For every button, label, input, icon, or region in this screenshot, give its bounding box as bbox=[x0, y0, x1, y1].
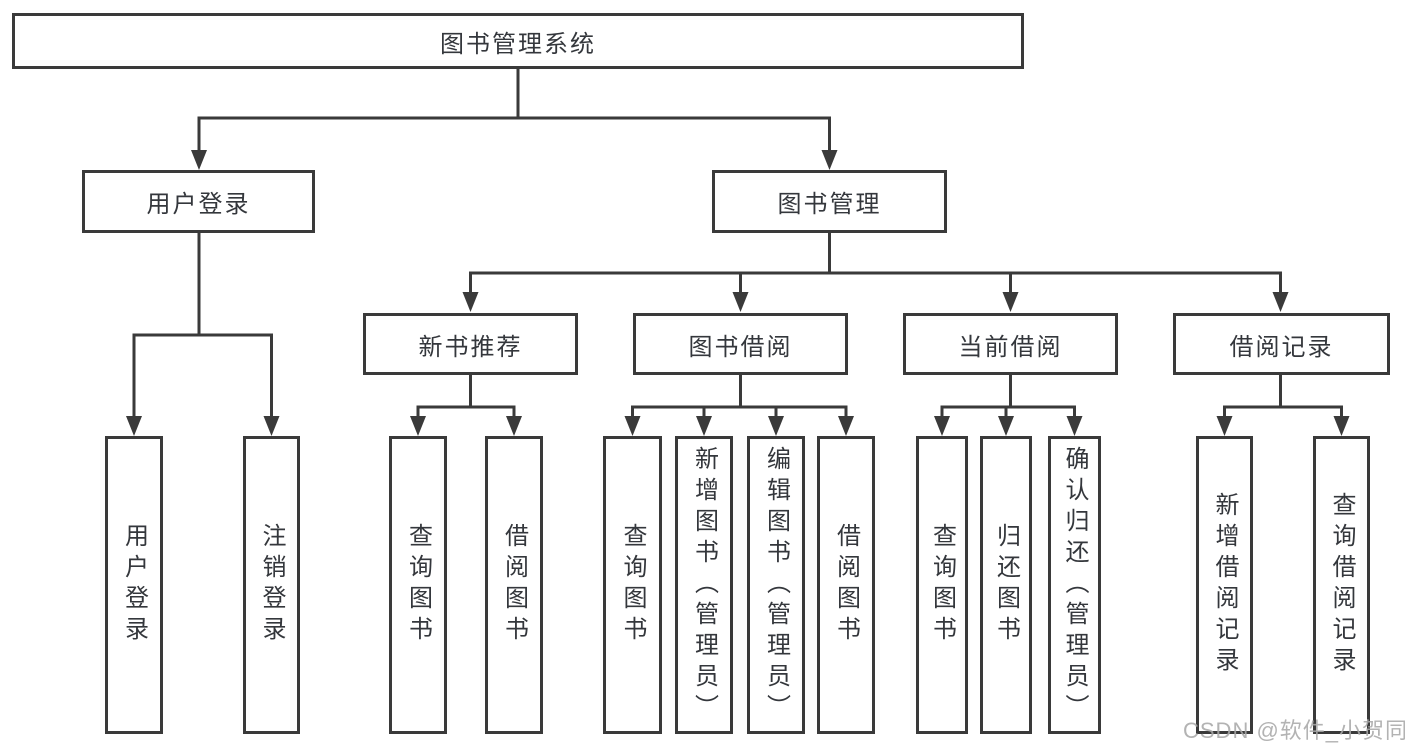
arrowhead-icon bbox=[506, 416, 522, 436]
leaf-add-borrow-record: 新增借阅记录 bbox=[1196, 436, 1253, 734]
node-user-login: 用户登录 bbox=[82, 170, 315, 233]
leaf-query-books-under-rec-label: 查询图书 bbox=[404, 523, 432, 647]
leaf-edit-books-admin: 编辑图书（管理员） bbox=[747, 436, 805, 734]
arrowhead-icon bbox=[462, 292, 479, 312]
node-book-mgmt-label: 图书管理 bbox=[777, 191, 882, 218]
arrowhead-icon bbox=[1002, 292, 1019, 312]
leaf-logout: 注销登录 bbox=[243, 436, 300, 734]
node-new-book-rec: 新书推荐 bbox=[363, 313, 578, 375]
leaf-borrow-books-under-borrowing-label: 借阅图书 bbox=[832, 523, 860, 647]
arrowhead-icon bbox=[696, 416, 712, 436]
leaf-confirm-return-admin-label: 确认归还（管理员） bbox=[1061, 445, 1088, 725]
leaf-query-books-under-current-label: 查询图书 bbox=[928, 523, 956, 647]
leaf-add-books-admin: 新增图书（管理员） bbox=[675, 436, 733, 734]
arrowhead-icon bbox=[1216, 416, 1233, 436]
leaf-user-login-label: 用户登录 bbox=[120, 523, 148, 647]
connector-user-login-children bbox=[132, 231, 273, 425]
leaf-edit-books-admin-label: 编辑图书（管理员） bbox=[762, 445, 790, 725]
arrowhead-icon bbox=[1272, 292, 1289, 312]
leaf-confirm-return-admin: 确认归还（管理员） bbox=[1048, 436, 1101, 734]
node-current-borrowing: 当前借阅 bbox=[903, 313, 1118, 375]
connector-new-book-rec-children bbox=[416, 373, 516, 425]
arrowheads bbox=[126, 150, 1350, 436]
leaf-query-books-under-rec: 查询图书 bbox=[389, 436, 447, 734]
leaf-query-books-under-current: 查询图书 bbox=[916, 436, 968, 734]
csdn-watermark: CSDN @软件_小贺同学 bbox=[1183, 718, 1405, 743]
arrowhead-icon bbox=[126, 416, 142, 436]
leaf-query-books-under-borrowing: 查询图书 bbox=[603, 436, 662, 734]
arrowhead-icon bbox=[821, 150, 838, 170]
arrowhead-icon bbox=[191, 150, 207, 170]
connector-current-borrowing-children bbox=[940, 373, 1076, 425]
arrowhead-icon bbox=[624, 416, 641, 436]
arrowhead-icon bbox=[934, 416, 950, 436]
node-root-label: 图书管理系统 bbox=[440, 30, 596, 58]
connector-root-to-level2 bbox=[197, 67, 831, 158]
arrowhead-icon bbox=[732, 292, 749, 312]
arrowhead-icon bbox=[1333, 416, 1350, 436]
leaf-add-borrow-record-label: 新增借阅记录 bbox=[1211, 492, 1238, 678]
node-borrowing-records: 借阅记录 bbox=[1173, 313, 1390, 375]
leaf-query-books-under-borrowing-label: 查询图书 bbox=[619, 523, 646, 647]
leaf-add-books-admin-label: 新增图书（管理员） bbox=[690, 445, 718, 725]
leaf-return-books: 归还图书 bbox=[980, 436, 1032, 734]
arrowhead-icon bbox=[998, 416, 1014, 436]
leaf-borrow-books-under-rec: 借阅图书 bbox=[485, 436, 543, 734]
arrowhead-icon bbox=[263, 416, 280, 436]
arrowhead-icon bbox=[1066, 416, 1083, 436]
node-new-book-rec-label: 新书推荐 bbox=[418, 333, 523, 361]
leaf-borrow-books-under-borrowing: 借阅图书 bbox=[817, 436, 875, 734]
node-book-mgmt: 图书管理 bbox=[712, 170, 947, 233]
leaf-query-borrow-record: 查询借阅记录 bbox=[1313, 436, 1370, 734]
node-current-borrowing-label: 当前借阅 bbox=[958, 333, 1063, 361]
node-book-borrowing-label: 图书借阅 bbox=[688, 333, 793, 361]
connector-book-borrowing-children bbox=[631, 373, 848, 425]
leaf-borrow-books-under-rec-label: 借阅图书 bbox=[500, 523, 528, 647]
connector-book-mgmt-children bbox=[469, 231, 1282, 301]
arrowhead-icon bbox=[838, 416, 854, 436]
arrowhead-icon bbox=[410, 416, 426, 436]
leaf-logout-label: 注销登录 bbox=[258, 523, 285, 647]
node-borrowing-records-label: 借阅记录 bbox=[1229, 333, 1334, 361]
arrowhead-icon bbox=[768, 416, 784, 436]
leaf-user-login: 用户登录 bbox=[105, 436, 163, 734]
node-book-borrowing: 图书借阅 bbox=[633, 313, 848, 375]
leaf-query-borrow-record-label: 查询借阅记录 bbox=[1328, 492, 1355, 678]
node-user-login-label: 用户登录 bbox=[146, 191, 251, 218]
connector-borrowing-records-children bbox=[1223, 373, 1343, 425]
leaf-return-books-label: 归还图书 bbox=[992, 523, 1020, 647]
node-root: 图书管理系统 bbox=[12, 13, 1024, 69]
